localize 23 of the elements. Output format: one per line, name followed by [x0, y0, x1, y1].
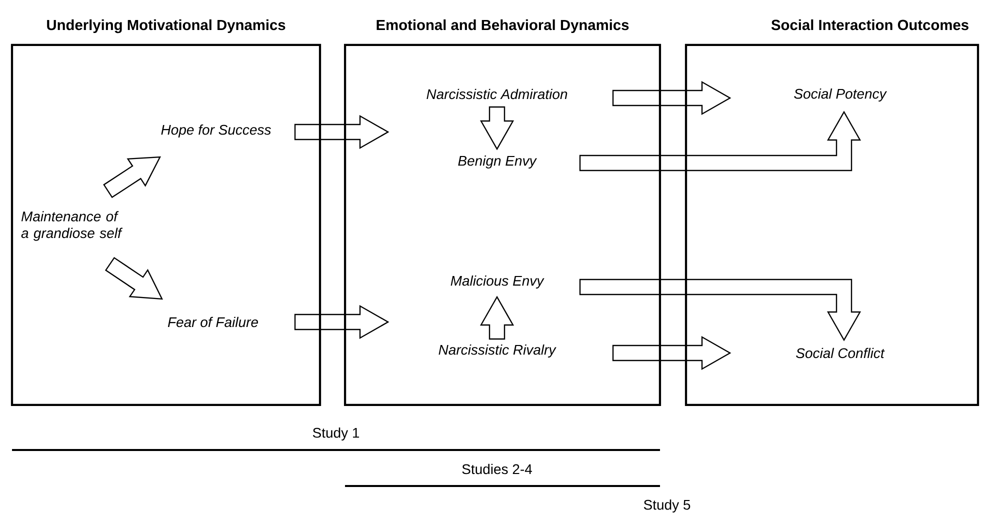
study-label: Studies 2-4 — [462, 464, 532, 474]
block-arrow — [612, 80, 732, 116]
node-text: Social Conflict — [796, 348, 885, 358]
block-arrow — [480, 296, 514, 340]
node-text: Narcissistic Admiration — [426, 88, 568, 100]
block-arrow — [612, 336, 732, 370]
node-label: Emotional and Behavioral Dynamics — [376, 19, 629, 34]
node-text: Maintenance of a grandiose self — [21, 211, 123, 241]
study-label: Study 5 — [644, 499, 690, 513]
study-label: Study 1 — [312, 427, 360, 441]
block-arrow — [294, 114, 390, 150]
node-text: Malicious Envy — [450, 275, 544, 289]
block-arrow — [480, 106, 514, 150]
node-text: Narcissistic Rivalry — [438, 344, 556, 358]
block-arrow — [294, 304, 390, 340]
node-text: Fear of Failure — [168, 316, 258, 328]
node-label: Underlying Motivational Dynamics — [47, 19, 286, 34]
node-text: Hope for Success — [161, 124, 271, 138]
block-arrow — [579, 278, 862, 342]
node-label: Social Interaction Outcomes — [771, 19, 968, 30]
block-arrow — [579, 110, 862, 172]
node-text: Benign Envy — [458, 155, 537, 169]
node-text: Social Potency — [794, 88, 887, 102]
